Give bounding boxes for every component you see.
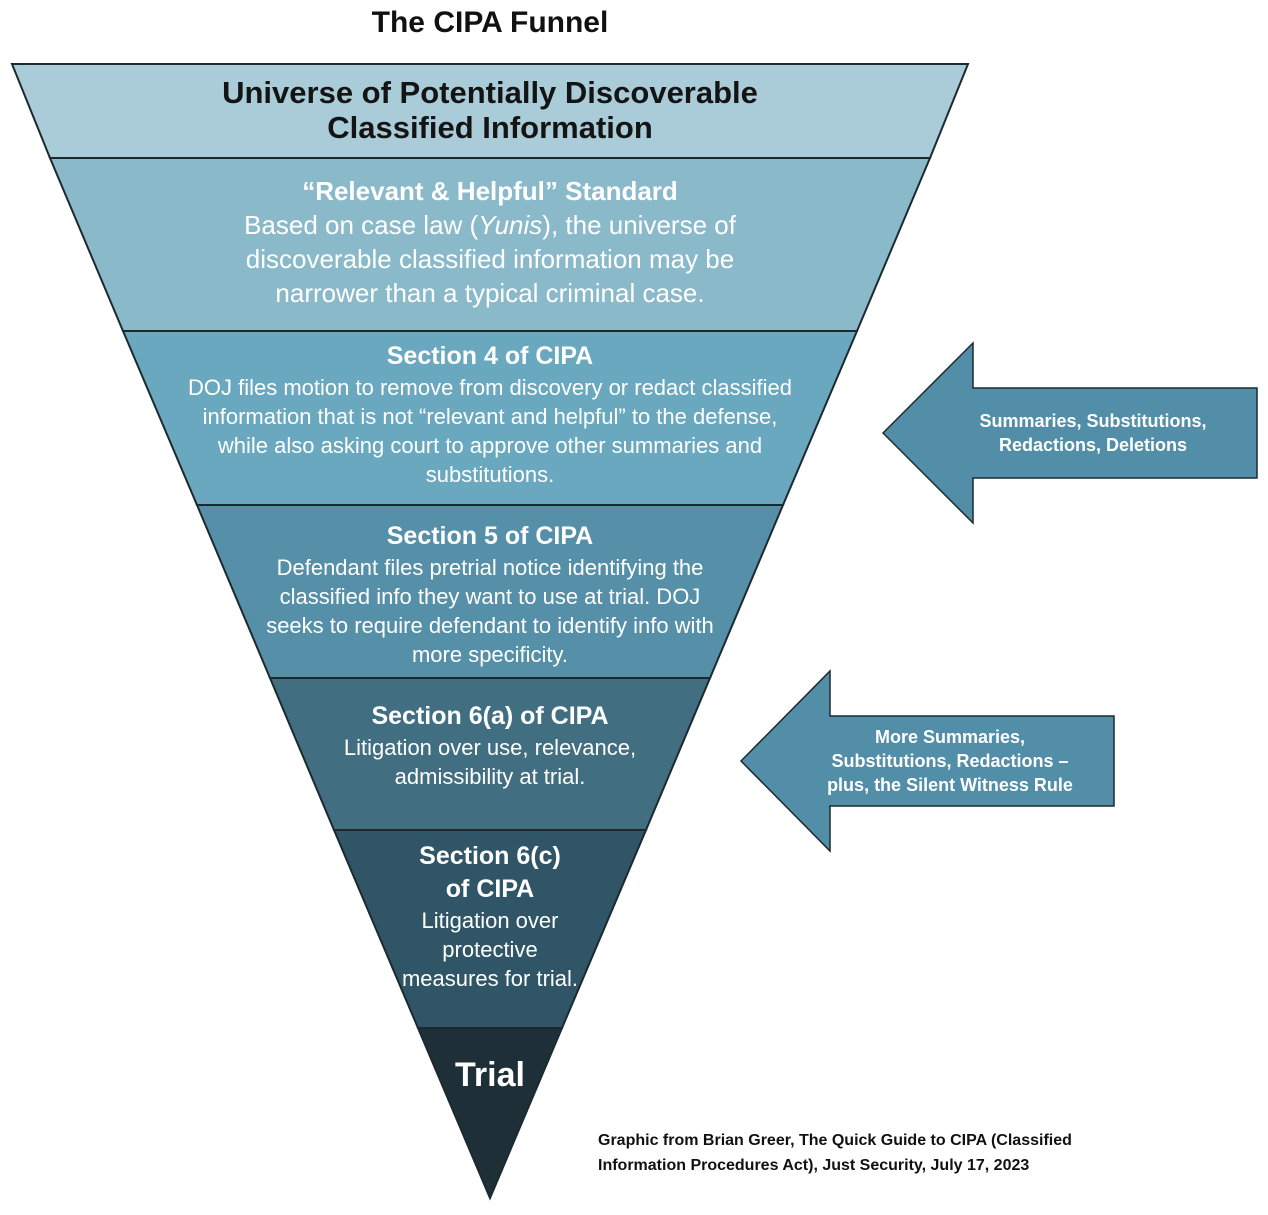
body-text-end: ), the universe of discoverable classifi… xyxy=(245,210,736,308)
tier-trial-band xyxy=(416,1027,564,1201)
page-title: The CIPA Funnel xyxy=(371,6,609,39)
tier-section-6a-heading: Section 6(a) of CIPA xyxy=(371,702,609,730)
left-arrow-summaries xyxy=(881,341,1258,525)
tier-trial-heading: Trial xyxy=(455,1056,525,1094)
tier-relevant-helpful-label: “Relevant & Helpful” Standard Based on c… xyxy=(200,174,780,310)
source-line1: Graphic from Brian Greer, The Quick Guid… xyxy=(598,1132,1072,1149)
arrow-2-line3: plus, the Silent Witness Rule xyxy=(827,775,1073,795)
arrow-1-label: Summaries, Substitutions, Redactions, De… xyxy=(948,409,1238,457)
case-name-yunis: Yunis xyxy=(478,210,543,240)
tier-section-4-body: DOJ files motion to remove from discover… xyxy=(188,375,792,487)
tier-universe-label: Universe of Potentially Discoverable Cla… xyxy=(140,75,840,145)
arrow-2-line1: More Summaries, xyxy=(874,727,1026,747)
tier-trial-label: Trial xyxy=(430,1055,550,1095)
arrow-1-line2: Redactions, Deletions xyxy=(998,435,1188,455)
tier-section-5-body: Defendant files pretrial notice identify… xyxy=(266,555,714,667)
tier-section-6c-label: Section 6(c) of CIPA Litigation over pro… xyxy=(395,840,585,993)
tier-section-6a-body: Litigation over use, relevance, admissib… xyxy=(343,735,637,789)
tier-universe-heading-line2: Classified Information xyxy=(327,110,653,145)
tier-section-6c-body: Litigation over protective measures for … xyxy=(401,908,579,991)
body-text-start: Based on case law ( xyxy=(244,210,479,240)
tier-section-5-heading: Section 5 of CIPA xyxy=(386,522,594,550)
arrow-2-line2: Substitutions, Redactions – xyxy=(831,751,1069,771)
source-credit: Graphic from Brian Greer, The Quick Guid… xyxy=(598,1128,1198,1178)
tier-section-4-label: Section 4 of CIPA DOJ files motion to re… xyxy=(178,340,802,489)
tier-section-4-heading: Section 4 of CIPA xyxy=(386,342,594,370)
tier-section-6c-heading-line1: Section 6(c) xyxy=(419,842,561,870)
tier-section-5-label: Section 5 of CIPA Defendant files pretri… xyxy=(255,520,725,669)
tier-universe-heading-line1: Universe of Potentially Discoverable xyxy=(222,75,758,110)
tier-relevant-helpful-heading: “Relevant & Helpful” Standard xyxy=(302,176,678,206)
tier-section-6a-label: Section 6(a) of CIPA Litigation over use… xyxy=(335,700,645,791)
tier-section-6c-heading-line2: of CIPA xyxy=(445,875,535,903)
tier-relevant-helpful-body: Based on case law (Yunis), the universe … xyxy=(200,208,780,310)
arrow-1-line1: Summaries, Substitutions, xyxy=(979,411,1207,431)
source-line2: Information Procedures Act), Just Securi… xyxy=(598,1157,1030,1174)
arrow-2-label: More Summaries, Substitutions, Redaction… xyxy=(800,725,1100,797)
left-arrow-more-summaries xyxy=(739,669,1115,853)
